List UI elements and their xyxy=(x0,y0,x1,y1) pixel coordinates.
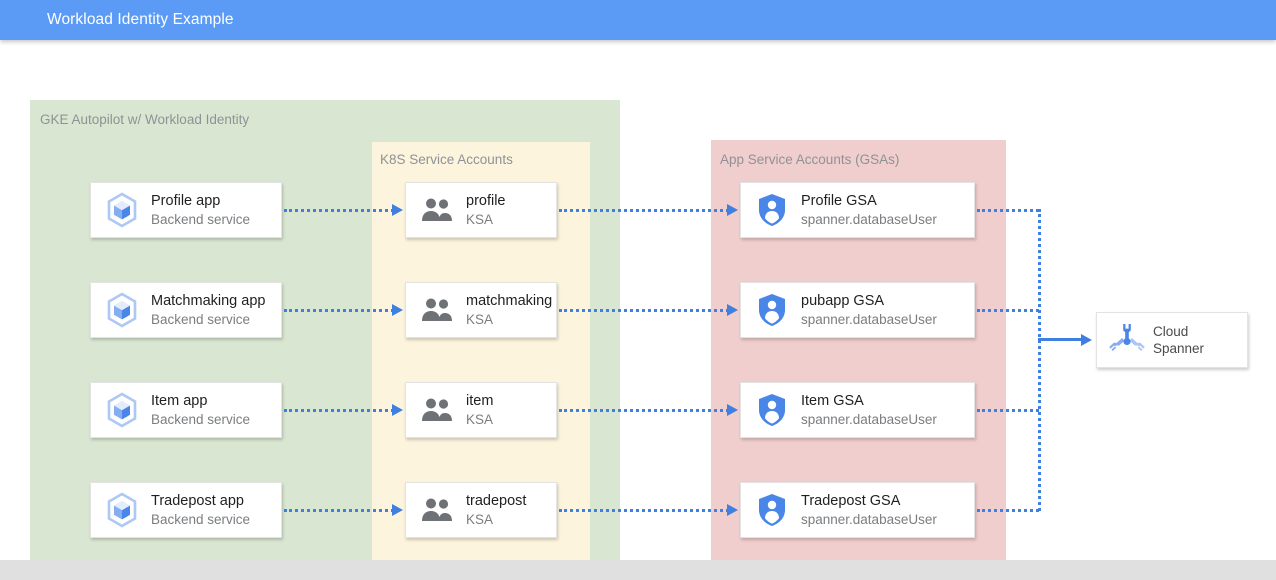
shield-person-icon xyxy=(755,393,789,427)
card-ksa-item[interactable]: item KSA xyxy=(405,382,557,438)
arrow-app-to-ksa-2 xyxy=(392,304,403,316)
arrow-bus-to-spanner xyxy=(1081,334,1092,346)
card-ksa-profile-text: profile KSA xyxy=(466,192,506,228)
card-gsa-profile[interactable]: Profile GSA spanner.databaseUser xyxy=(740,182,975,238)
card-title: Tradepost app xyxy=(151,493,244,510)
card-ksa-tradepost[interactable]: tradepost KSA xyxy=(405,482,557,538)
card-app-item[interactable]: Item app Backend service xyxy=(90,382,282,438)
connector-ksa-to-gsa-3 xyxy=(559,409,729,412)
card-ksa-item-text: item KSA xyxy=(466,392,493,428)
card-title: item xyxy=(466,393,494,410)
connector-gsa-to-bus-3 xyxy=(977,409,1039,412)
card-app-matchmaking-text: Matchmaking app Backend service xyxy=(151,292,265,328)
card-app-profile[interactable]: Profile app Backend service xyxy=(90,182,282,238)
card-title: matchmaking xyxy=(466,293,553,310)
arrow-app-to-ksa-3 xyxy=(392,404,403,416)
connector-gsa-to-bus-4 xyxy=(977,509,1039,512)
diagram-canvas: GKE Autopilot w/ Workload Identity K8S S… xyxy=(0,40,1276,578)
card-title: Profile app xyxy=(151,193,221,210)
card-subtitle: KSA xyxy=(466,411,494,427)
card-gsa-item-text: Item GSA spanner.databaseUser xyxy=(801,392,937,428)
people-group-icon xyxy=(420,193,454,227)
card-app-item-text: Item app Backend service xyxy=(151,392,250,428)
connector-app-to-ksa-2 xyxy=(284,309,394,312)
card-app-tradepost[interactable]: Tradepost app Backend service xyxy=(90,482,282,538)
cloud-spanner-icon xyxy=(1107,320,1147,360)
card-title: Tradepost GSA xyxy=(801,493,901,510)
card-subtitle: spanner.databaseUser xyxy=(801,211,937,227)
card-subtitle: spanner.databaseUser xyxy=(801,311,937,327)
card-subtitle: spanner.databaseUser xyxy=(801,411,937,427)
connector-bus-to-spanner xyxy=(1038,338,1083,341)
connector-app-to-ksa-4 xyxy=(284,509,394,512)
card-cloud-spanner-text: Cloud Spanner xyxy=(1153,323,1204,358)
connector-ksa-to-gsa-1 xyxy=(559,209,729,212)
card-gsa-tradepost[interactable]: Tradepost GSA spanner.databaseUser xyxy=(740,482,975,538)
people-group-icon xyxy=(420,393,454,427)
card-ksa-tradepost-text: tradepost KSA xyxy=(466,492,526,528)
page-title: Workload Identity Example xyxy=(47,11,234,28)
card-app-profile-text: Profile app Backend service xyxy=(151,192,250,228)
shield-person-icon xyxy=(755,293,789,327)
group-gsa-label: App Service Accounts (GSAs) xyxy=(720,152,900,167)
arrow-app-to-ksa-1 xyxy=(392,204,403,216)
card-subtitle: Backend service xyxy=(151,511,251,527)
card-title: Item app xyxy=(151,393,208,410)
group-gke-label: GKE Autopilot w/ Workload Identity xyxy=(40,112,250,127)
connector-app-to-ksa-3 xyxy=(284,409,394,412)
arrow-ksa-to-gsa-4 xyxy=(727,504,738,516)
gke-workload-icon xyxy=(103,191,141,229)
card-subtitle: Backend service xyxy=(151,211,251,227)
card-app-tradepost-text: Tradepost app Backend service xyxy=(151,492,250,528)
card-gsa-pubapp[interactable]: pubapp GSA spanner.databaseUser xyxy=(740,282,975,338)
arrow-ksa-to-gsa-2 xyxy=(727,304,738,316)
card-title: Item GSA xyxy=(801,393,864,410)
card-subtitle: Backend service xyxy=(151,411,251,427)
shield-person-icon xyxy=(755,493,789,527)
shield-person-icon xyxy=(755,193,789,227)
card-title: Profile GSA xyxy=(801,193,877,210)
gke-workload-icon xyxy=(103,491,141,529)
card-subtitle: spanner.databaseUser xyxy=(801,511,937,527)
card-title: tradepost xyxy=(466,493,527,510)
gke-workload-icon xyxy=(103,291,141,329)
card-subtitle: KSA xyxy=(466,511,494,527)
app-header-bar: Workload Identity Example xyxy=(0,0,1276,40)
card-ksa-profile[interactable]: profile KSA xyxy=(405,182,557,238)
arrow-app-to-ksa-4 xyxy=(392,504,403,516)
card-title: Matchmaking app xyxy=(151,293,266,310)
connector-app-to-ksa-1 xyxy=(284,209,394,212)
gke-workload-icon xyxy=(103,391,141,429)
datastore-line-1: Cloud xyxy=(1153,323,1189,339)
arrow-ksa-to-gsa-1 xyxy=(727,204,738,216)
card-app-matchmaking[interactable]: Matchmaking app Backend service xyxy=(90,282,282,338)
card-ksa-matchmaking-text: matchmaking KSA xyxy=(466,292,552,328)
connector-gsa-to-bus-1 xyxy=(977,209,1039,212)
people-group-icon xyxy=(420,293,454,327)
connector-ksa-to-gsa-4 xyxy=(559,509,729,512)
connector-ksa-to-gsa-2 xyxy=(559,309,729,312)
card-subtitle: Backend service xyxy=(151,311,251,327)
datastore-line-2: Spanner xyxy=(1153,341,1205,356)
connector-spanner-bus xyxy=(1038,209,1041,511)
arrow-ksa-to-gsa-3 xyxy=(727,404,738,416)
people-group-icon xyxy=(420,493,454,527)
card-subtitle: KSA xyxy=(466,311,494,327)
card-title: pubapp GSA xyxy=(801,293,885,310)
card-cloud-spanner[interactable]: Cloud Spanner xyxy=(1096,312,1248,368)
card-ksa-matchmaking[interactable]: matchmaking KSA xyxy=(405,282,557,338)
card-gsa-profile-text: Profile GSA spanner.databaseUser xyxy=(801,192,937,228)
card-gsa-pubapp-text: pubapp GSA spanner.databaseUser xyxy=(801,292,937,328)
footer-band xyxy=(0,560,1276,580)
connector-gsa-to-bus-2 xyxy=(977,309,1039,312)
group-ksa-label: K8S Service Accounts xyxy=(380,152,513,167)
card-title: profile xyxy=(466,193,506,210)
card-gsa-item[interactable]: Item GSA spanner.databaseUser xyxy=(740,382,975,438)
card-gsa-tradepost-text: Tradepost GSA spanner.databaseUser xyxy=(801,492,937,528)
card-subtitle: KSA xyxy=(466,211,494,227)
